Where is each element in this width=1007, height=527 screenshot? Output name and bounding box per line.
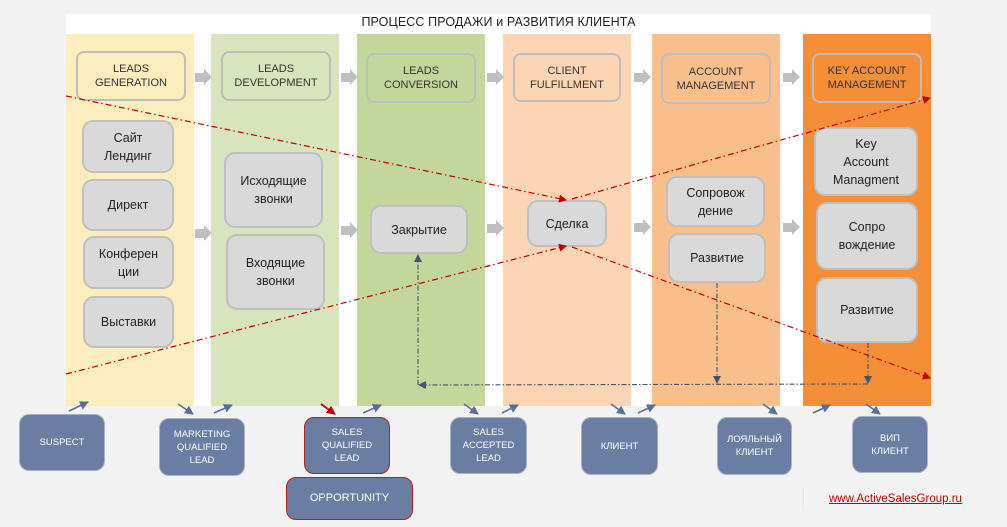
flow-line-red (571, 246, 931, 380)
diagram-title: ПРОЦЕСС ПРОДАЖИ и РАЗВИТИЯ КЛИЕНТА (361, 15, 636, 29)
flow-line-red (571, 96, 931, 200)
stage-account-management: ACCOUNT MANAGEMENT (661, 53, 771, 104)
activity-deal: Сделка (527, 200, 607, 247)
status-client: КЛИЕНТ (581, 417, 658, 475)
flow-line-red (65, 95, 567, 203)
status-arrow (610, 403, 626, 415)
status-sales-qualified-lead: SALES QUALIFIED LEAD (304, 417, 390, 474)
activity-development: Развитие (668, 233, 766, 283)
activity-direct: Директ (82, 179, 174, 231)
status-arrow (637, 404, 656, 414)
status-loyal-client: ЛОЯЛЬНЫЙ КЛИЕНТ (717, 417, 792, 475)
stage-leads-generation: LEADS GENERATION (76, 51, 186, 101)
activity-development-kam: Развитие (816, 277, 918, 343)
status-arrow (501, 404, 519, 414)
status-suspect: SUSPECT (19, 414, 105, 471)
activity-outgoing-calls: Исходящие звонки (224, 152, 323, 228)
status-arrow (865, 403, 881, 415)
stage-key-account-management: KEY ACCOUNT MANAGEMENT (812, 53, 922, 103)
activity-site-landing: Сайт Лендинг (82, 120, 174, 173)
status-arrow (762, 403, 778, 415)
status-arrow (463, 403, 479, 415)
stage-leads-development: LEADS DEVELOPMENT (221, 51, 331, 101)
status-arrow (362, 404, 382, 414)
activity-key-account-managment: Key Account Managment (814, 127, 918, 196)
status-marketing-qualified-lead: MARKETING QUALIFIED LEAD (159, 418, 245, 476)
activity-closing: Закрытие (370, 205, 468, 254)
website-link[interactable]: www.ActiveSalesGroup.ru (829, 493, 962, 505)
status-arrow (213, 404, 233, 414)
stage-leads-conversion: LEADS CONVERSION (366, 53, 476, 103)
activity-conferences: Конферен ции (83, 236, 174, 289)
status-sales-accepted-lead: SALES ACCEPTED LEAD (450, 417, 527, 474)
activity-exhibitions: Выставки (83, 296, 174, 348)
status-arrow (177, 403, 194, 415)
status-arrow (320, 403, 336, 415)
stage-client-fulfillment: CLIENT FULFILLMENT (513, 53, 621, 102)
divider (803, 488, 805, 508)
flow-line-red (65, 243, 567, 375)
status-arrow (68, 401, 89, 412)
activity-support-kam: Сопро вождение (816, 202, 918, 270)
status-arrow (812, 404, 831, 414)
activity-incoming-calls: Входящие звонки (226, 234, 325, 310)
activity-support: Сопровож дение (666, 176, 765, 227)
feedback-line (418, 380, 869, 389)
status-opportunity: OPPORTUNITY (286, 477, 413, 520)
status-vip-client: ВИП КЛИЕНТ (852, 416, 928, 473)
